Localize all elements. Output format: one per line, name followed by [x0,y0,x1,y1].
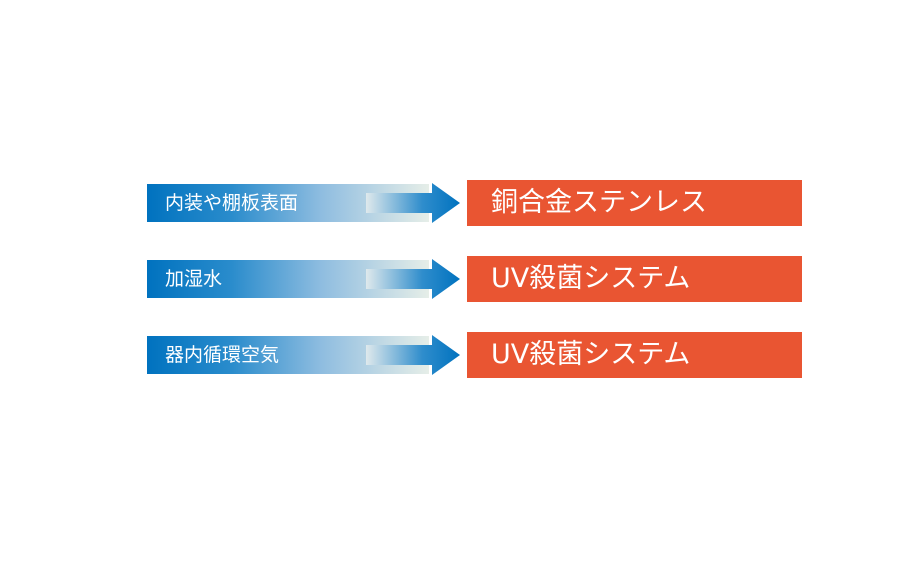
source-label: 内装や棚板表面 [165,192,299,214]
mapping-row: 器内循環空気 UV殺菌システム [0,332,920,380]
mapping-row: 加湿水 UV殺菌システム [0,256,920,304]
source-label: 加湿水 [165,268,223,290]
arrow-right-icon [366,335,460,375]
target-box: 銅合金ステンレス [467,180,802,226]
arrow-right-icon [366,183,460,223]
arrow-right-icon [366,259,460,299]
source-label: 器内循環空気 [165,344,280,366]
mapping-row: 内装や棚板表面 銅合金ステンレス [0,180,920,228]
target-box: UV殺菌システム [467,332,802,378]
target-box: UV殺菌システム [467,256,802,302]
